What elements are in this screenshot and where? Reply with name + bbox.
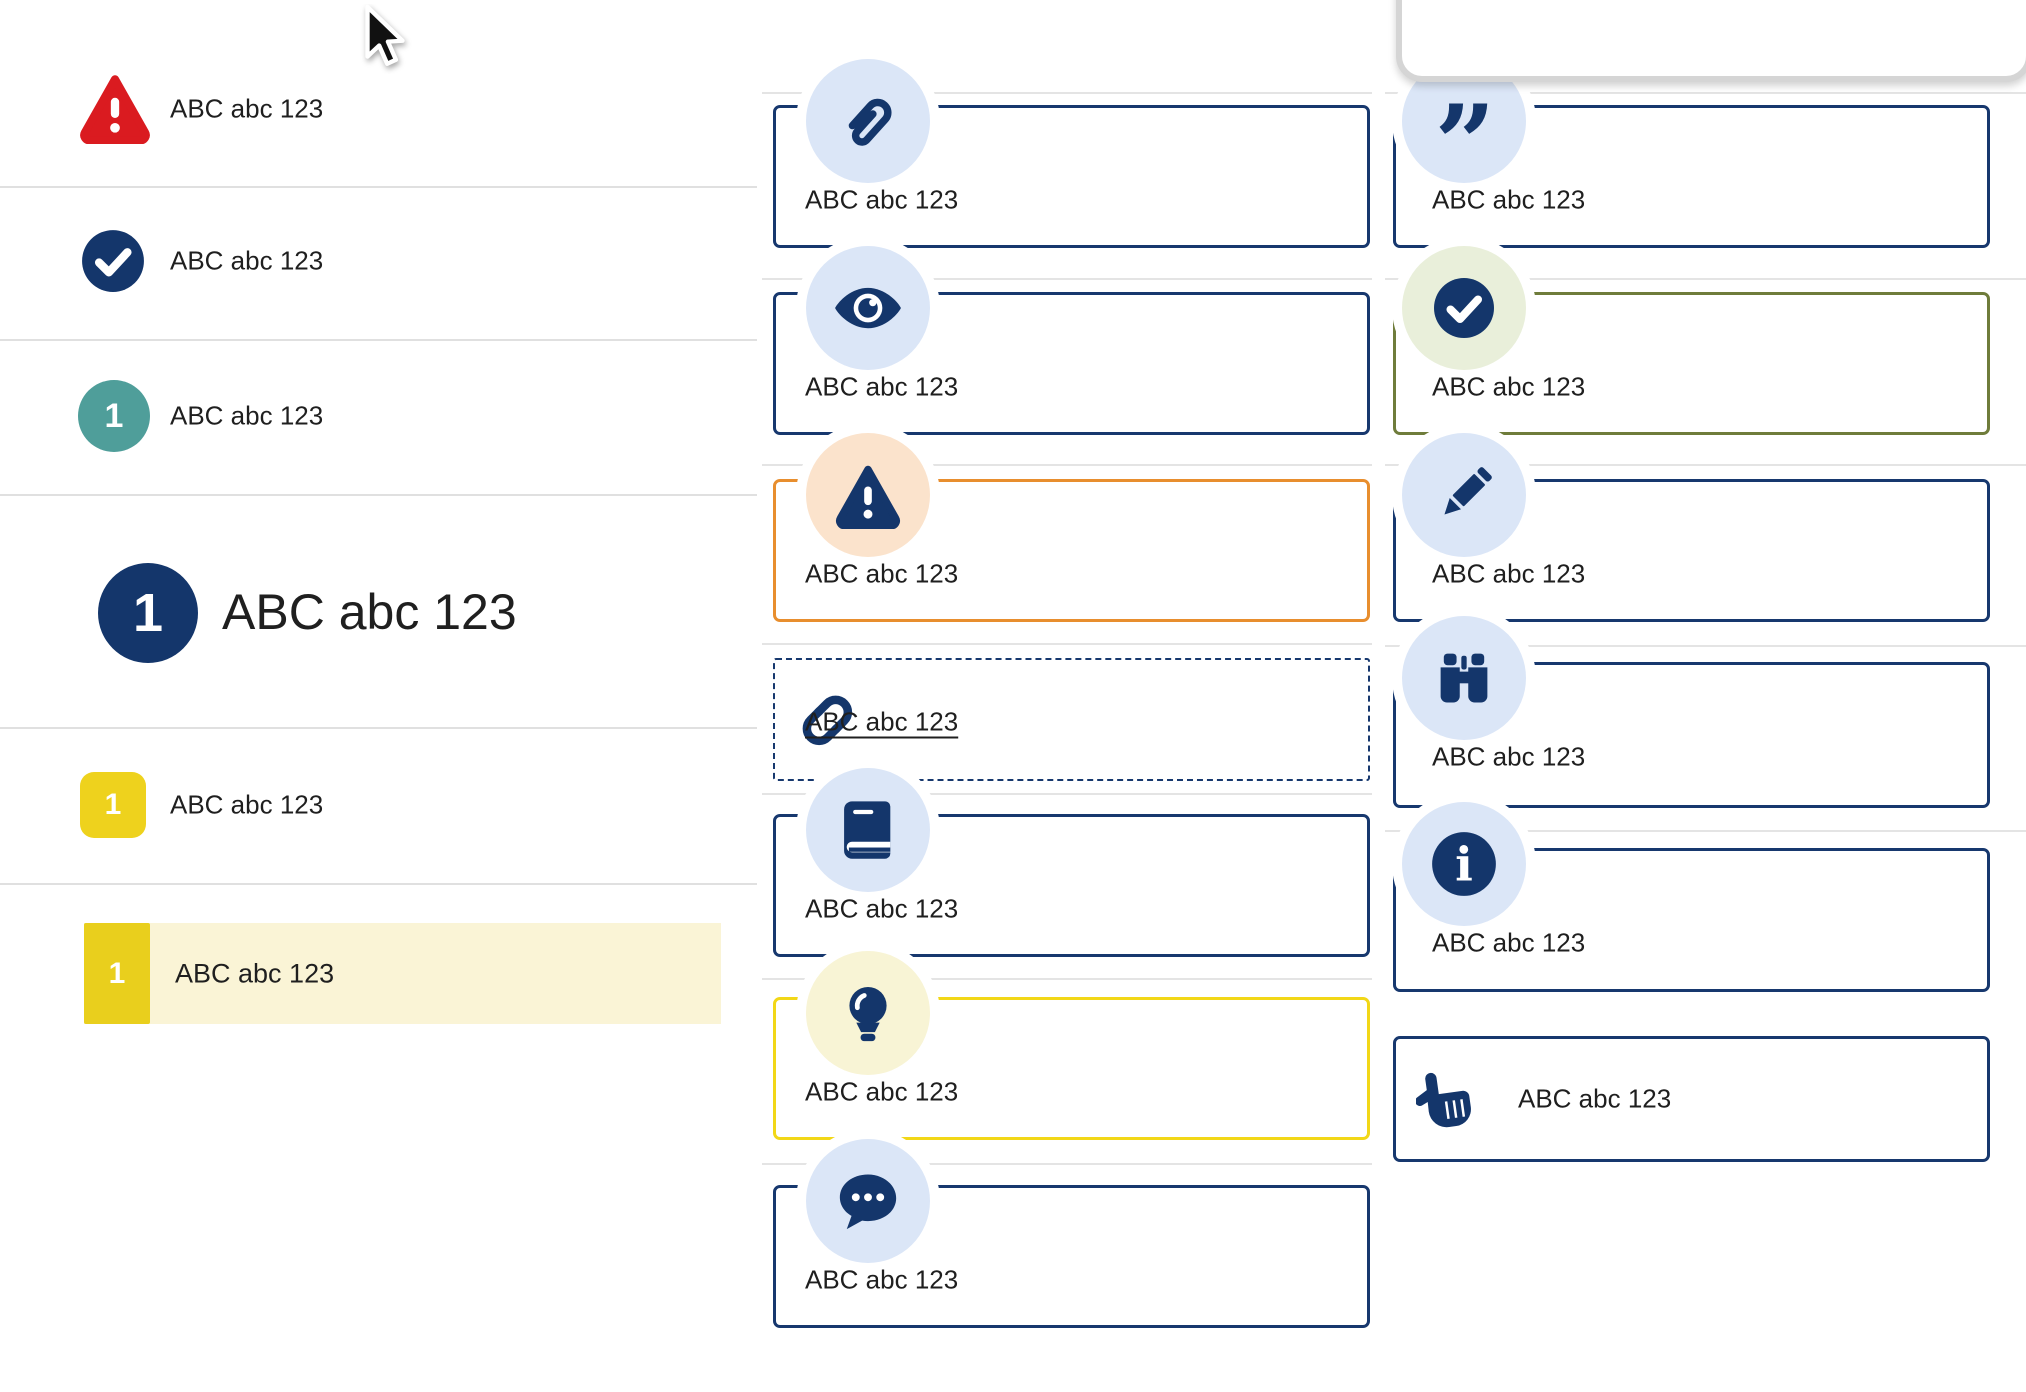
callout-label: ABC abc 123	[805, 558, 959, 589]
selected-row-highlight[interactable]	[84, 923, 721, 1024]
check-icon	[1432, 276, 1496, 340]
callout-box-hand-pointer	[1393, 1036, 1990, 1162]
callout-label: ABC abc 123	[1518, 1083, 1672, 1114]
list-item-label: ABC abc 123	[175, 958, 335, 989]
icon-badge	[806, 433, 930, 557]
check-icon	[80, 228, 146, 294]
callout-row-separator	[1385, 92, 2026, 94]
icon-badge	[1402, 616, 1526, 740]
left-list-divider	[0, 186, 757, 188]
callout-label: ABC abc 123	[805, 1264, 959, 1295]
warning-icon	[76, 70, 154, 144]
left-list-divider	[0, 339, 757, 341]
callout-link[interactable]: ABC abc 123	[805, 706, 959, 737]
list-item-label: ABC abc 123	[222, 584, 517, 640]
callout-row-separator	[762, 643, 1372, 645]
badge-number: 1	[132, 583, 164, 643]
callout-row-separator	[762, 464, 1372, 466]
lightbulb-icon	[834, 979, 902, 1047]
chat-bubble-icon	[834, 1167, 902, 1235]
icon-badge: i	[1402, 802, 1526, 926]
icon-badge	[806, 951, 930, 1075]
icon-badge	[806, 1139, 930, 1263]
callout-row-separator	[762, 92, 1372, 94]
callout-row-separator	[1385, 464, 2026, 466]
callout-box-link[interactable]	[773, 658, 1370, 781]
scrolled-card-edge	[1396, 0, 2026, 82]
quote-icon: ”	[1430, 87, 1498, 155]
callout-row-separator	[762, 1163, 1372, 1165]
callout-label: ABC abc 123	[805, 371, 959, 402]
callout-label: ABC abc 123	[1432, 927, 1586, 958]
badge-number: 1	[104, 396, 124, 435]
left-list-divider	[0, 883, 757, 885]
callout-row-separator	[1385, 645, 2026, 647]
callout-label: ABC abc 123	[805, 184, 959, 215]
list-item-label: ABC abc 123	[170, 400, 324, 431]
svg-text:”: ”	[1435, 87, 1496, 155]
callout-label: ABC abc 123	[805, 1076, 959, 1107]
hand-pointer-icon	[1416, 1062, 1482, 1138]
mouse-cursor	[355, 4, 415, 74]
callout-label: ABC abc 123	[1432, 184, 1586, 215]
left-list-divider	[0, 494, 757, 496]
badge-number: 1	[104, 788, 122, 821]
number-badge: 1	[78, 380, 150, 452]
number-badge: 1	[80, 772, 146, 838]
badge-number: 1	[108, 956, 126, 990]
icon-badge	[1402, 246, 1526, 370]
link-icon	[793, 686, 861, 754]
warning-icon	[834, 461, 902, 529]
paperclip-icon	[834, 87, 902, 155]
icon-badge	[806, 246, 930, 370]
callout-row-separator	[762, 793, 1372, 795]
binoculars-icon	[1430, 644, 1498, 712]
number-badge: 1	[84, 923, 150, 1024]
svg-text:i: i	[1455, 837, 1473, 892]
icon-badge	[806, 768, 930, 892]
callout-label: ABC abc 123	[1432, 558, 1586, 589]
icon-badge	[1402, 433, 1526, 557]
info-icon: i	[1430, 830, 1498, 898]
list-item-label: ABC abc 123	[170, 245, 324, 276]
callout-row-separator	[1385, 278, 2026, 280]
callout-row-separator	[762, 278, 1372, 280]
pencil-icon	[1430, 461, 1498, 529]
callout-label: ABC abc 123	[805, 893, 959, 924]
callout-label: ABC abc 123	[1432, 371, 1586, 402]
callout-row-separator	[1385, 830, 2026, 832]
list-item-label: ABC abc 123	[170, 93, 324, 124]
callout-label: ABC abc 123	[1432, 741, 1586, 772]
eye-icon	[834, 274, 902, 342]
left-list-divider	[0, 727, 757, 729]
number-badge: 1	[98, 563, 198, 663]
book-icon	[834, 796, 902, 864]
icon-badge	[806, 59, 930, 183]
list-item-label: ABC abc 123	[170, 789, 324, 820]
callout-row-separator	[762, 978, 1372, 980]
